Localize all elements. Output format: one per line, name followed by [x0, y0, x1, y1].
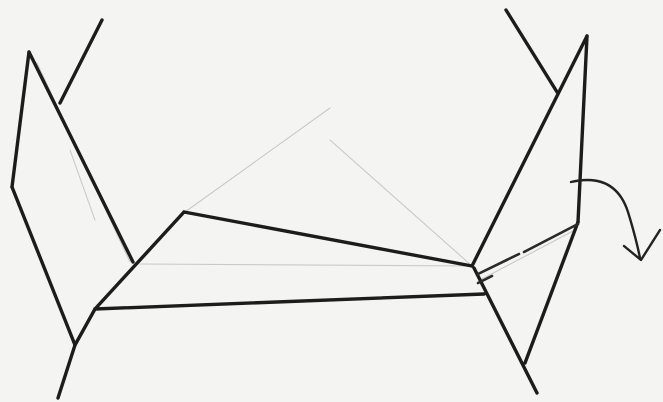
right-flap-top-edge — [506, 10, 557, 92]
left-flap-diagonal — [29, 52, 133, 262]
faint-guide-line — [140, 264, 470, 266]
left-flap — [12, 20, 133, 398]
rotate-arrow-head — [624, 230, 660, 260]
left-flap-back-edge — [12, 52, 29, 187]
left-flap-outer-edge — [12, 187, 75, 345]
rotate-arrow-curve — [571, 180, 640, 258]
left-flap-lower-leg — [58, 345, 75, 398]
faint-guide-lines — [37, 63, 575, 280]
base-front-edge — [95, 294, 484, 309]
right-flap-outer-edge — [578, 36, 587, 222]
left-flap-top-edge — [60, 20, 102, 103]
right-flap-dashed-crease — [478, 254, 519, 274]
rotate-arrow-icon — [571, 180, 660, 260]
base-left-rise — [95, 212, 184, 309]
right-flap-lower-diagonal — [474, 268, 537, 393]
right-flap — [472, 10, 587, 393]
right-flap-fold-edge — [525, 222, 578, 363]
faint-guide-line — [330, 140, 472, 266]
base-plane — [75, 212, 484, 345]
right-flap-inner-edge — [472, 36, 587, 266]
base-top-edge — [184, 212, 472, 266]
base-left-corner — [75, 309, 95, 345]
faint-guide-line — [185, 108, 330, 212]
